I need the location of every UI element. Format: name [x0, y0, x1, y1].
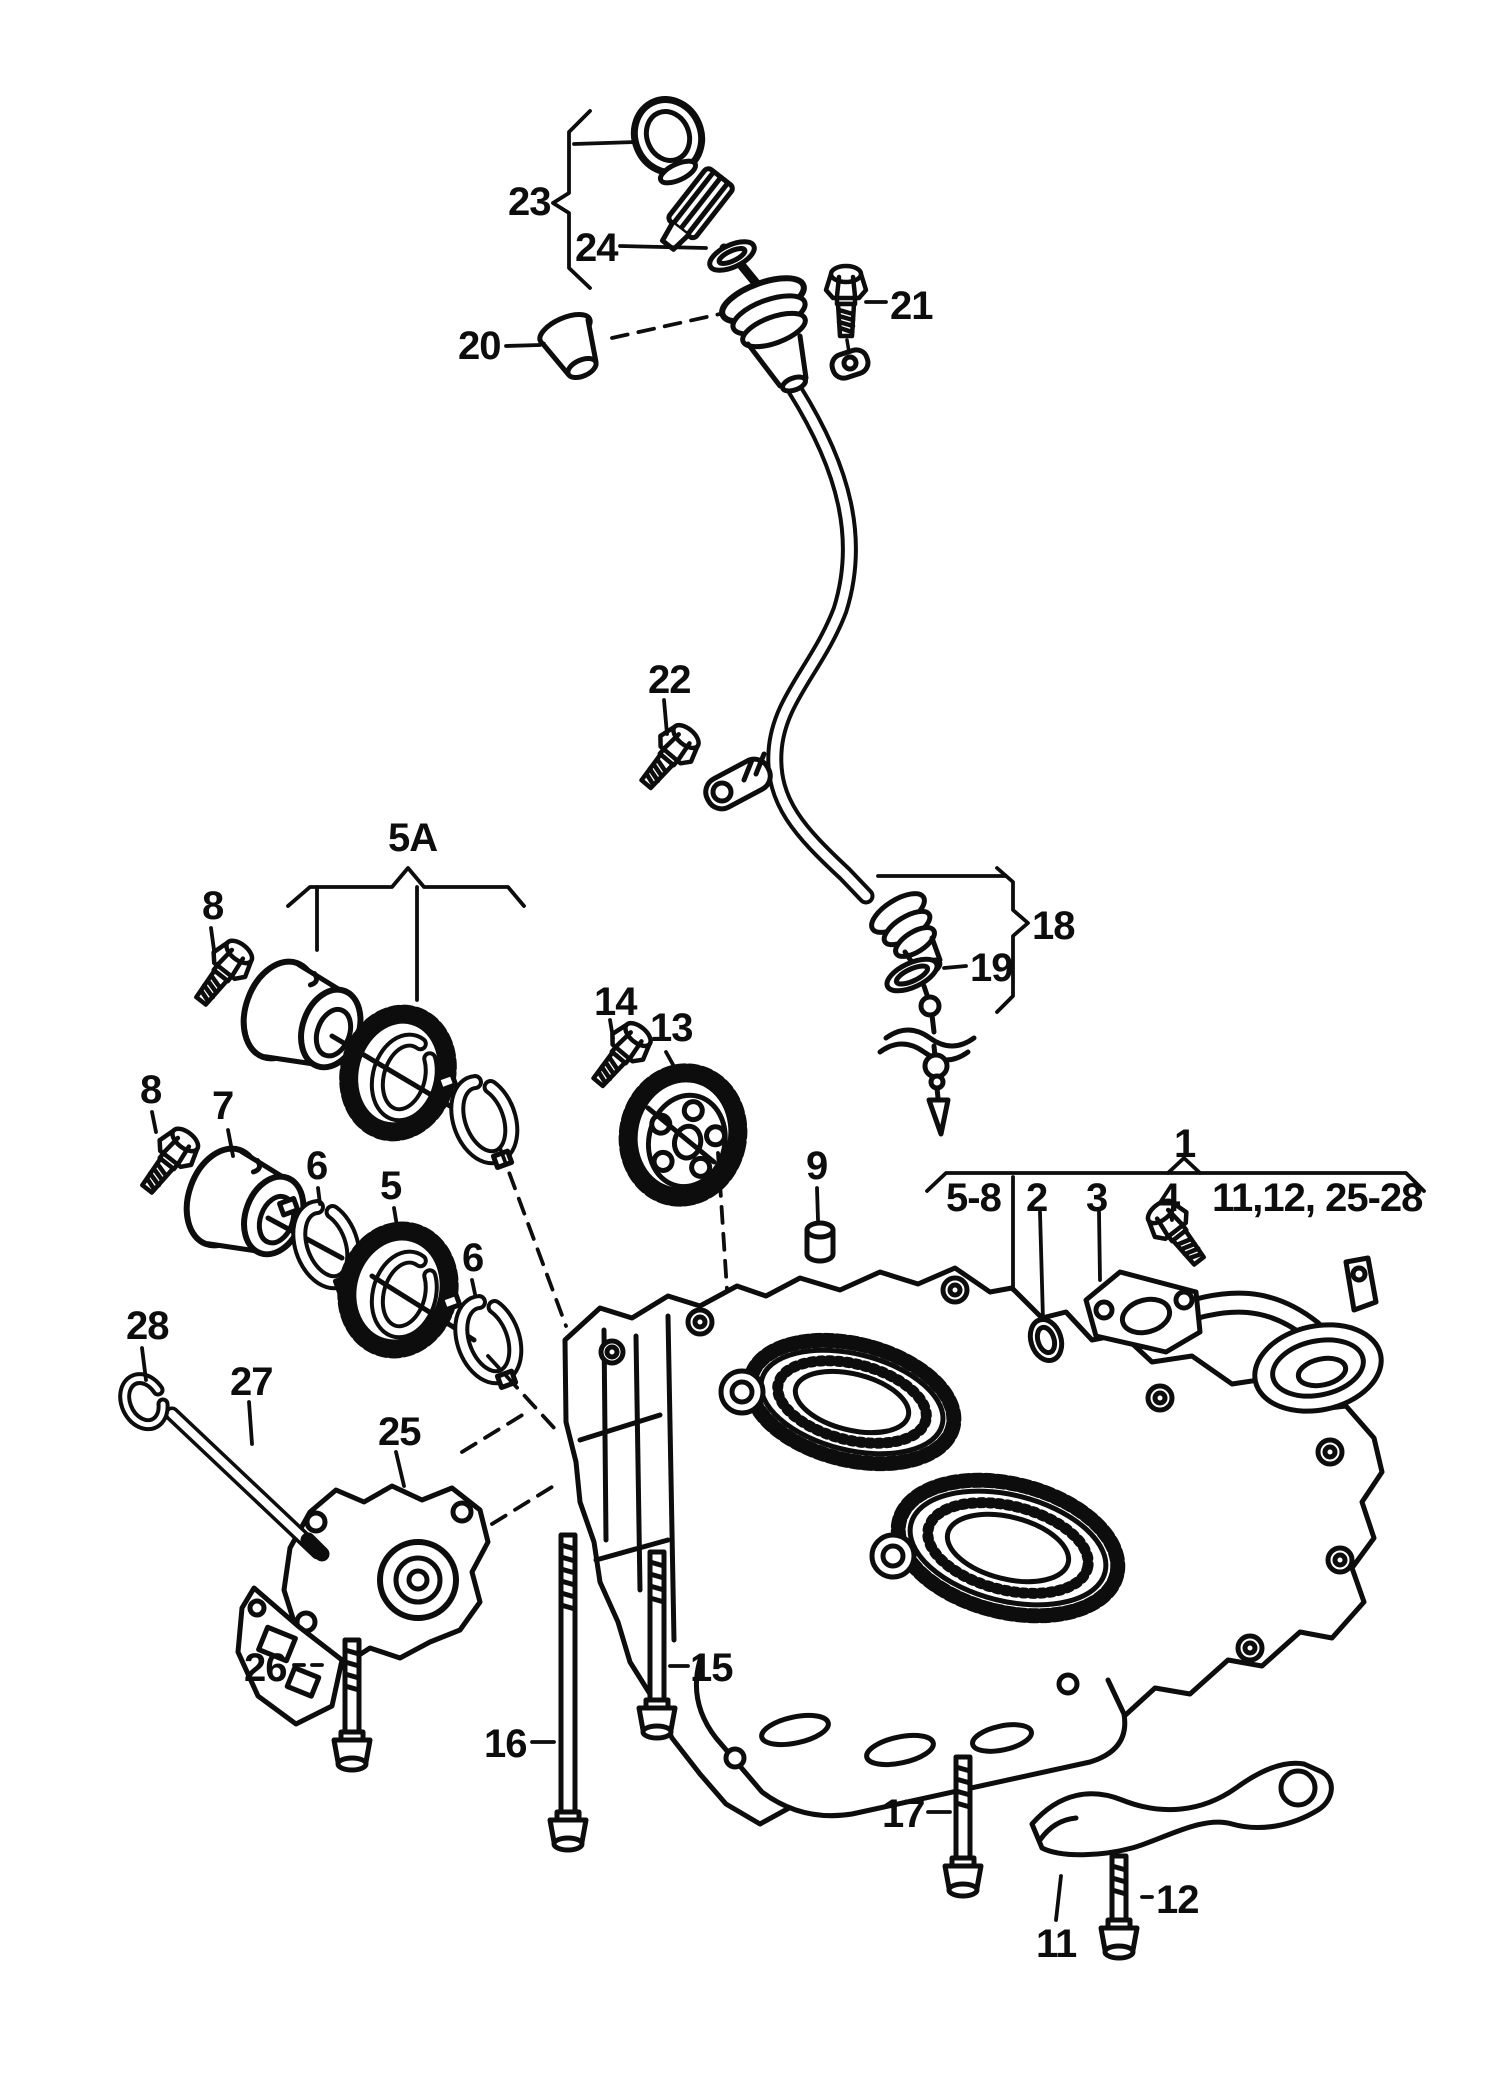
callout-9: 9: [806, 1144, 828, 1188]
callout-5: 5: [380, 1164, 402, 1208]
callout-row-11-12-25-28: 11,12, 25-28: [1212, 1176, 1423, 1220]
callout-6a: 6: [306, 1144, 328, 1188]
callout-12: 12: [1156, 1878, 1199, 1922]
housing-gear-b: [890, 1472, 1126, 1624]
pump-shaft-27: [164, 1406, 330, 1562]
oil-pickup-tube: [1083, 1255, 1384, 1414]
dipstick-flexible-tip: [877, 983, 977, 1137]
callout-24: 24: [575, 226, 618, 270]
callout-25: 25: [378, 1410, 421, 1454]
callout-row-2: 2: [1026, 1176, 1048, 1220]
callout-11: 11: [1036, 1922, 1077, 1966]
oring-2: [1027, 1316, 1065, 1364]
oring-24: [707, 239, 757, 273]
callout-row-4: 4: [1158, 1176, 1180, 1220]
callout-21: 21: [890, 284, 933, 328]
leader-lines: [140, 109, 1426, 1922]
callout-5a: 5A: [388, 816, 438, 860]
callout-8-lower: 8: [140, 1068, 162, 1112]
tube-funnel: [719, 275, 809, 394]
bolt-17: [942, 1754, 984, 1899]
callout-1: 1: [1174, 1122, 1196, 1166]
tube-clamp-bracket: [703, 751, 773, 812]
oring-19: [884, 956, 940, 994]
bolt-16: [547, 1532, 589, 1853]
callout-20: 20: [458, 324, 501, 368]
callout-23: 23: [508, 180, 551, 224]
callout-26: 26: [244, 1646, 287, 1690]
callout-19: 19: [970, 946, 1013, 990]
callout-14: 14: [594, 980, 637, 1024]
dipstick-handle: [630, 96, 706, 186]
bolt-12: [1098, 1853, 1140, 1961]
tube-bracket-tab: [829, 338, 871, 381]
oil-pump: [235, 1483, 491, 1727]
callout-7: 7: [212, 1084, 234, 1128]
oil-baffle-11: [1029, 1760, 1334, 1858]
callout-22: 22: [648, 658, 691, 702]
callout-28: 28: [126, 1304, 169, 1348]
callout-17: 17: [882, 1792, 925, 1836]
callout-6b: 6: [462, 1236, 484, 1280]
bolt-22: [631, 718, 707, 797]
dipstick: [630, 96, 977, 1137]
callout-row-3: 3: [1086, 1176, 1108, 1220]
callout-row-5-8: 5-8: [946, 1176, 1002, 1220]
callout-15: 15: [690, 1646, 733, 1690]
pin-9: [804, 1220, 836, 1264]
callout-13: 13: [650, 1006, 693, 1050]
callout-8-upper: 8: [202, 884, 224, 928]
callout-27: 27: [230, 1360, 273, 1404]
dipstick-grip: [659, 166, 735, 252]
thrust-washer-upper: [435, 1071, 520, 1170]
thrust-washer-6b: [439, 1291, 524, 1390]
bolt-15: [636, 1549, 678, 1741]
callout-16: 16: [484, 1722, 527, 1766]
callout-18: 18: [1032, 904, 1075, 948]
balance-shaft-housing: [562, 1265, 1385, 1827]
bolt-21: [826, 266, 866, 336]
bolt-26: [331, 1637, 373, 1773]
bushing-7: [183, 1145, 307, 1258]
circlip-28: [118, 1372, 170, 1432]
cap-20: [537, 311, 599, 381]
